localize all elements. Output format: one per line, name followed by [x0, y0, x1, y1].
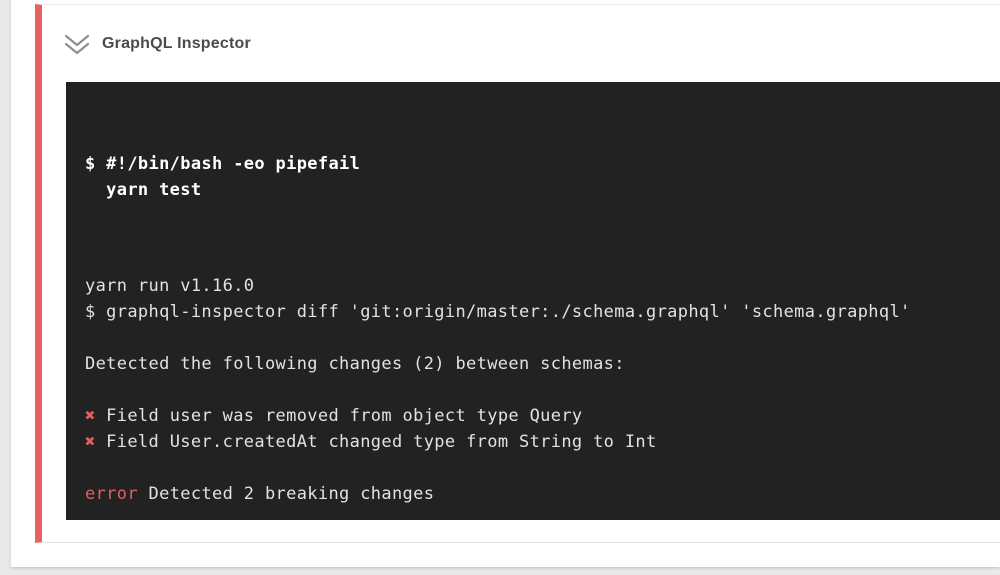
terminal-output-line: error Detected 2 breaking changes	[85, 481, 1000, 507]
step-header[interactable]: GraphQL Inspector	[42, 5, 1000, 82]
build-output-panel: GraphQL Inspector $ #!/bin/bash -eo pipe…	[10, 0, 1000, 567]
terminal-output-line: $ graphql-inspector diff 'git:origin/mas…	[85, 299, 1000, 325]
terminal-output-line: yarn run v1.16.0	[85, 273, 1000, 299]
terminal-segment-plain: Detected 2 breaking changes	[137, 484, 435, 504]
terminal-command-line: $ #!/bin/bash -eo pipefail	[85, 154, 361, 174]
breaking-change-x-icon: ✖	[85, 406, 96, 426]
terminal-segment-plain: yarn run v1.16.0	[85, 276, 255, 296]
terminal-output-line	[85, 507, 1000, 520]
terminal-output-line	[85, 325, 1000, 351]
failed-step-card: GraphQL Inspector $ #!/bin/bash -eo pipe…	[35, 4, 1000, 543]
terminal-output-block: yarn run v1.16.0 $ graphql-inspector diff…	[85, 273, 1000, 520]
breaking-change-x-icon: ✖	[85, 432, 96, 452]
terminal-output-line	[85, 377, 1000, 403]
terminal-output-line: ✖ Field User.createdAt changed type from…	[85, 429, 1000, 455]
terminal-segment-plain: Detected the following changes (2) betwe…	[85, 354, 625, 374]
terminal-output-line	[85, 455, 1000, 481]
terminal-output-line: ✖ Field user was removed from object typ…	[85, 403, 1000, 429]
step-title: GraphQL Inspector	[102, 34, 251, 52]
terminal-output: $ #!/bin/bash -eo pipefail yarn test yar…	[66, 82, 1000, 520]
terminal-command-block: $ #!/bin/bash -eo pipefail yarn test	[85, 151, 1000, 203]
terminal-output-line: Detected the following changes (2) betwe…	[85, 351, 1000, 377]
collapse-double-chevron-icon[interactable]	[64, 34, 90, 56]
terminal-segment-plain: Field User.createdAt changed type from S…	[95, 432, 657, 452]
terminal-command-line: yarn test	[85, 180, 202, 200]
terminal-segment-plain: $ graphql-inspector diff 'git:origin/mas…	[85, 302, 911, 322]
terminal-segment-red: error	[85, 484, 138, 504]
terminal-segment-plain: Field user was removed from object type …	[95, 406, 583, 426]
